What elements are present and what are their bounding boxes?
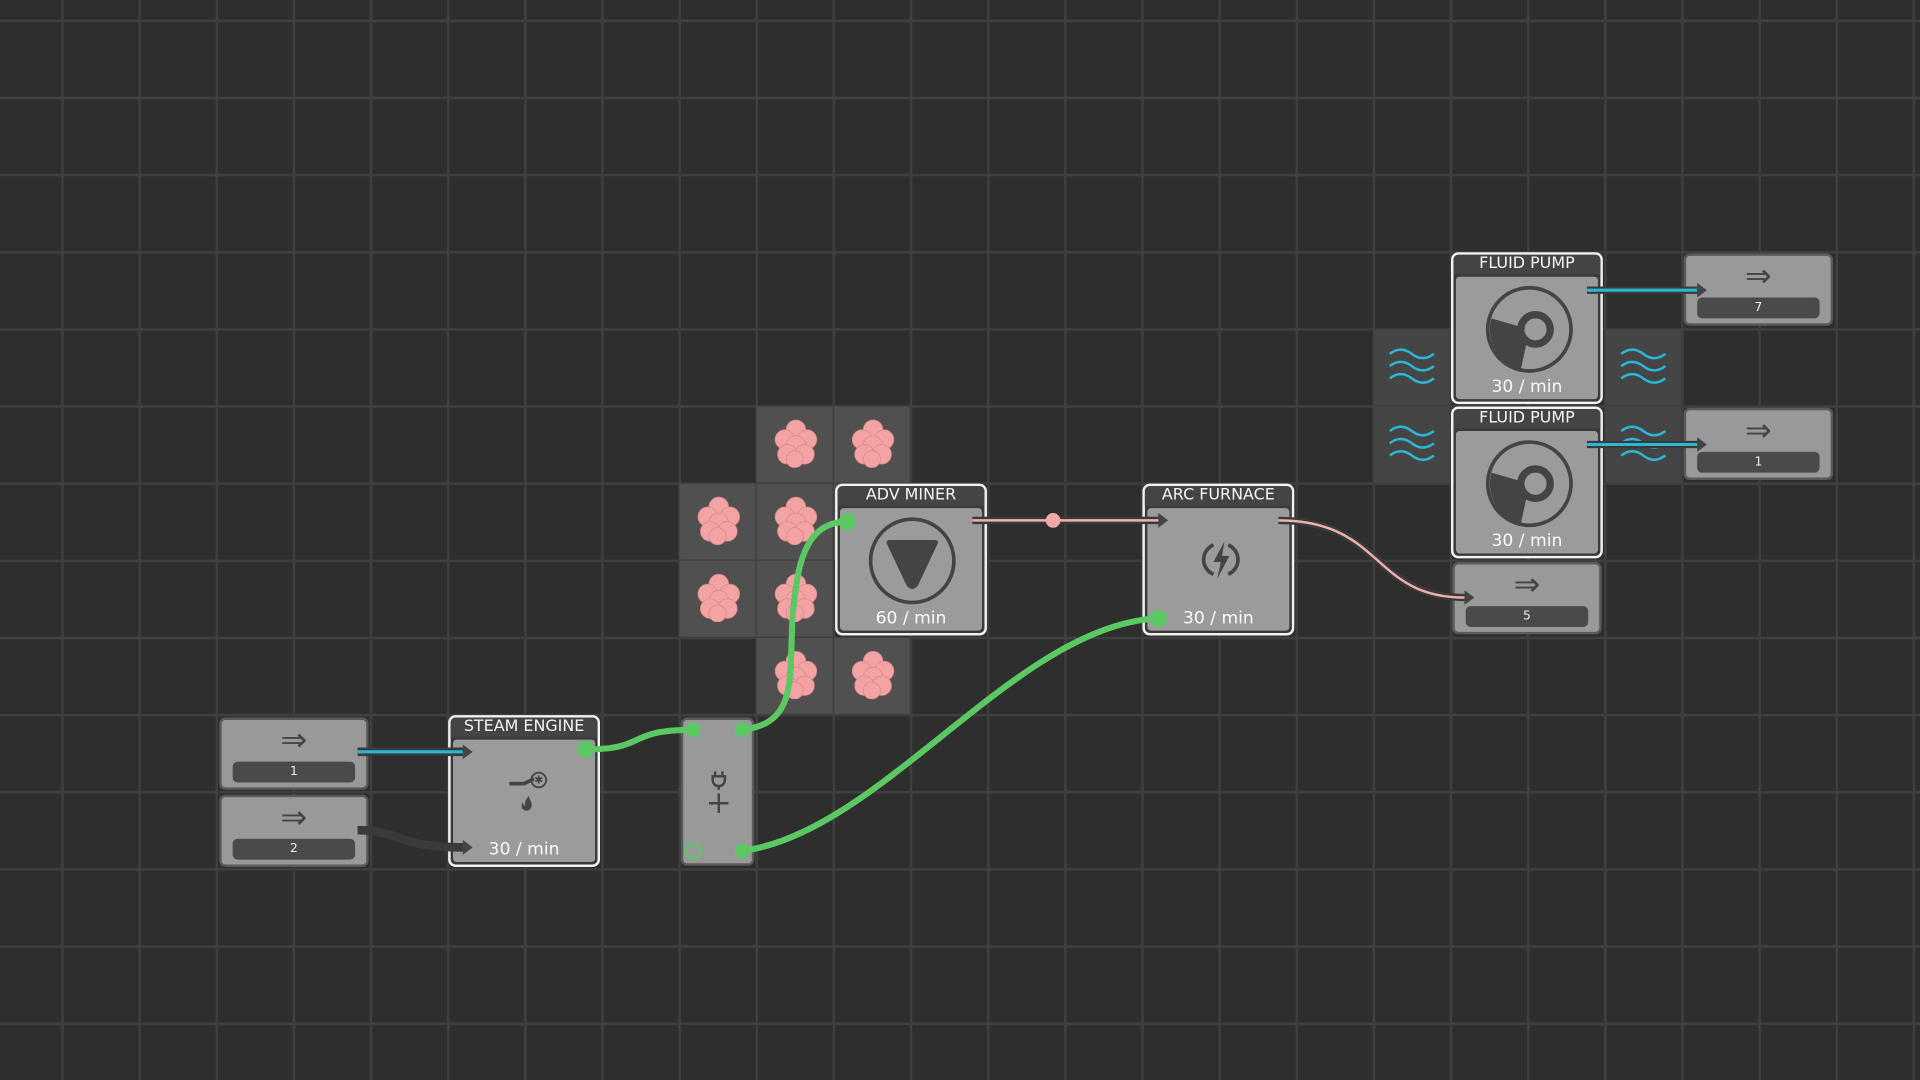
arrow-right-icon: ⇒ — [1513, 566, 1541, 604]
power-connectors[interactable] — [576, 513, 1167, 860]
adv-miner[interactable]: ADV MINER 60 / min — [835, 483, 987, 636]
fluid-pump-2[interactable]: FLUID PUMP 30 / min — [1451, 406, 1603, 559]
steam-engine[interactable]: STEAM ENGINE ✱ 30 / min — [448, 715, 601, 867]
port-label: 1 — [232, 761, 356, 783]
port-label: 7 — [1697, 297, 1820, 319]
ore-icon — [851, 419, 895, 468]
water-pipe-out-1[interactable] — [1586, 282, 1707, 298]
ore-tile[interactable] — [833, 406, 910, 483]
water-tile[interactable] — [1373, 406, 1450, 483]
production-rate: 30 / min — [1491, 531, 1563, 552]
arrow-right-icon: ⇒ — [280, 799, 308, 837]
fluid-pump-1[interactable]: FLUID PUMP 30 / min — [1451, 252, 1603, 405]
power-pole[interactable] — [680, 717, 755, 866]
building-title: ARC FURNACE — [1144, 486, 1292, 506]
arrow-right-icon: ⇒ — [1745, 258, 1772, 296]
port-label: 1 — [1697, 451, 1820, 473]
pump-icon — [1485, 285, 1573, 373]
ore-icon — [774, 496, 818, 545]
water-icon — [1620, 348, 1667, 384]
fuel-belt[interactable] — [357, 825, 473, 855]
water-icon — [1389, 425, 1435, 462]
lightning-cycle-icon — [1201, 541, 1240, 580]
ore-icon — [697, 496, 740, 545]
water-tile[interactable] — [1373, 329, 1450, 406]
water-belt[interactable] — [357, 744, 473, 760]
building-title: FLUID PUMP — [1453, 408, 1601, 429]
plug-plus-icon — [708, 771, 729, 814]
building-title: ADV MINER — [837, 486, 985, 506]
ore-icon — [774, 419, 818, 468]
pump-icon — [1485, 440, 1573, 528]
ore-tile[interactable] — [679, 483, 756, 560]
arc-furnace[interactable]: ARC FURNACE 30 / min — [1142, 483, 1295, 636]
building-title: STEAM ENGINE — [450, 717, 598, 738]
input-port-2[interactable]: ⇒2 — [219, 794, 369, 867]
arrow-right-icon: ⇒ — [1745, 412, 1772, 450]
ore-icon — [697, 573, 740, 623]
production-rate: 30 / min — [488, 840, 560, 860]
water-pipe-out-2[interactable] — [1586, 437, 1707, 452]
port-label: 2 — [232, 838, 356, 860]
svg-text:✱: ✱ — [534, 774, 543, 787]
ore-tile[interactable] — [756, 483, 833, 560]
output-port-7[interactable]: ⇒7 — [1683, 253, 1834, 326]
ore-belt[interactable] — [972, 513, 1169, 528]
steam-engine-icon: ✱ — [509, 771, 548, 811]
ore-tile[interactable] — [679, 560, 756, 637]
arrow-right-icon: ⇒ — [280, 722, 308, 760]
plate-belt[interactable] — [1278, 516, 1475, 605]
building-title: FLUID PUMP — [1453, 254, 1601, 275]
ore-tile[interactable] — [833, 637, 910, 714]
water-icon — [1389, 348, 1435, 384]
water-tile[interactable] — [1605, 329, 1682, 406]
miner-icon — [868, 517, 956, 605]
power-wires[interactable] — [582, 518, 1162, 855]
production-rate: 30 / min — [1182, 608, 1254, 629]
production-rate: 30 / min — [1491, 377, 1563, 397]
port-label: 5 — [1465, 606, 1589, 627]
ore-icon — [851, 651, 895, 700]
production-rate: 60 / min — [875, 608, 947, 629]
ore-tile[interactable] — [756, 406, 833, 483]
input-port-1[interactable]: ⇒1 — [219, 717, 369, 790]
